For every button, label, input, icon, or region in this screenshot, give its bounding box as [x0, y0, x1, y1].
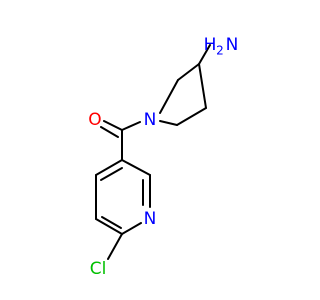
bond-c3-c4 — [198, 63, 207, 109]
amine-subscript-2: 2 — [216, 44, 224, 58]
bond-c3-nh2 — [198, 44, 211, 65]
bond-py-c3-c4 — [95, 159, 123, 176]
pyrrolidine-nitrogen: N — [144, 110, 157, 130]
bond-layer — [95, 44, 211, 260]
bond-c5-n — [159, 120, 178, 126]
bond-py-c3-c2 — [121, 159, 151, 176]
bond-py-c6-c5 — [95, 218, 123, 235]
bond-py-n1-c6 — [121, 222, 142, 235]
bond-carbonyl-o-b — [100, 126, 119, 138]
bond-c6-cl — [107, 233, 123, 260]
pyridine-nitrogen: N — [144, 209, 157, 229]
amine-n: N — [226, 35, 239, 55]
bond-n-carbonyl — [121, 121, 141, 131]
chlorine-atom: Cl — [90, 259, 107, 279]
amine-h: H — [204, 35, 217, 55]
molecule-diagram: H 2 N N O N Cl — [88, 35, 239, 279]
amine-label: H 2 N — [204, 35, 239, 58]
bond-c2-c3 — [177, 63, 200, 81]
carbonyl-oxygen: O — [88, 110, 101, 130]
bond-py-c6-c5-inner — [101, 216, 122, 229]
bond-carbonyl-o-a — [103, 120, 123, 131]
bond-py-c4-c3-inner — [100, 167, 123, 181]
bond-n-c2 — [159, 79, 179, 114]
bond-c4-c5 — [176, 107, 207, 126]
